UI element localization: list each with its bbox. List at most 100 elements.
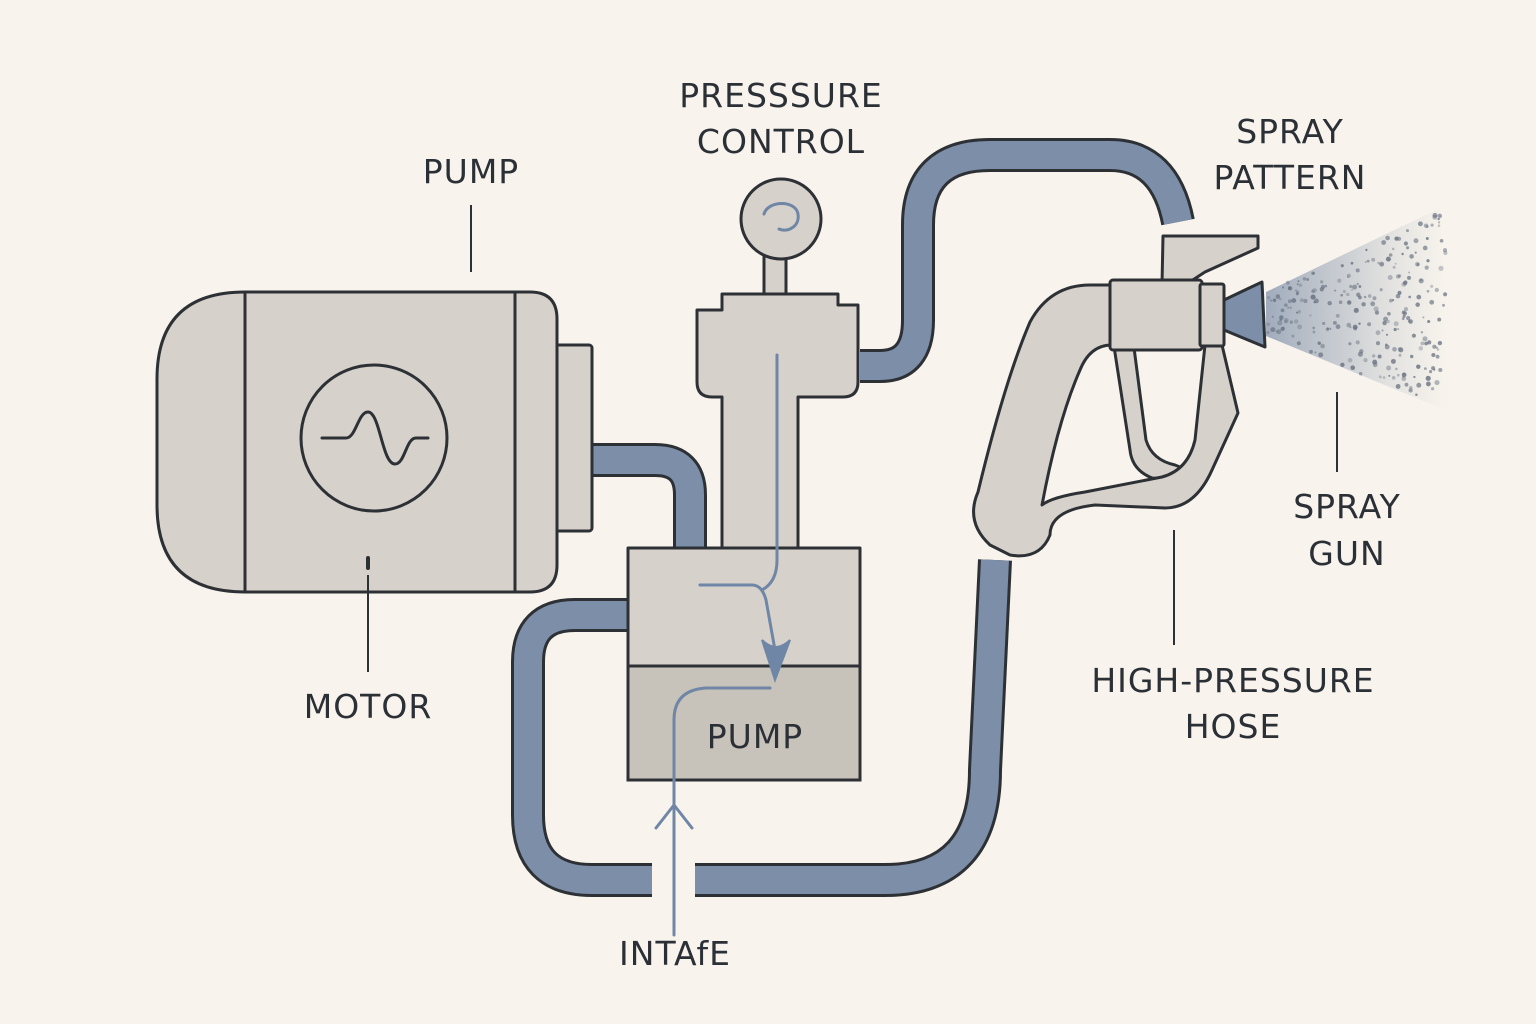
spray-droplet: [1367, 322, 1372, 327]
pump-callout-label: PUMP: [423, 152, 519, 191]
spray-droplet: [1398, 347, 1404, 353]
spray-droplet: [1373, 306, 1379, 312]
spray-droplet: [1349, 284, 1353, 289]
return-loop-hose: [511, 598, 652, 897]
spray-droplet: [1379, 288, 1383, 292]
spray-droplet: [1372, 354, 1376, 358]
spray-droplet: [1398, 353, 1402, 357]
spray-droplet: [1442, 303, 1445, 307]
motor-shaft-housing: [552, 343, 594, 533]
spray-droplet: [1418, 346, 1424, 351]
spray-droplet: [1401, 317, 1405, 321]
spray-droplet: [1436, 348, 1440, 351]
spray-droplet: [1370, 301, 1376, 307]
spray-droplet: [1385, 343, 1388, 346]
spray-droplet: [1431, 387, 1435, 391]
spray-droplet: [1296, 341, 1301, 346]
spray-pattern-label-line2: PATTERN: [1213, 158, 1366, 197]
spray-droplet: [1378, 375, 1382, 379]
intake-arrow-icon: [654, 803, 694, 830]
pressure-control-label-line2: CONTROL: [697, 122, 865, 161]
spray-droplet: [1392, 346, 1397, 352]
spray-droplet: [1317, 341, 1321, 345]
spray-droplet: [1383, 316, 1389, 322]
pump-upper-chamber: [626, 546, 862, 668]
spray-droplet: [1281, 326, 1285, 330]
spray-droplet: [1429, 370, 1433, 374]
spray-gun[interactable]: [972, 234, 1267, 558]
spray-droplet: [1431, 366, 1436, 371]
spray-droplet: [1340, 293, 1344, 297]
spray-droplet: [1346, 322, 1352, 328]
spray-droplet: [1279, 315, 1284, 320]
spray-droplet: [1442, 248, 1448, 253]
spray-droplet: [1358, 322, 1361, 325]
spray-droplet: [1266, 322, 1270, 326]
spray-droplet: [1312, 326, 1316, 330]
spray-droplet: [1335, 313, 1340, 318]
spray-droplet: [1335, 324, 1341, 330]
spray-droplet: [1427, 320, 1430, 323]
spray-droplet: [1353, 307, 1359, 313]
spray-droplet: [1367, 294, 1372, 298]
spray-droplet: [1438, 367, 1443, 373]
spray-droplet: [1416, 382, 1422, 388]
spray-gun-label-line1: SPRAY: [1293, 487, 1401, 526]
gun-handle: [972, 283, 1240, 558]
spray-droplet: [1284, 320, 1288, 324]
intake-label: INTAfE: [619, 934, 731, 973]
spray-droplet: [1439, 238, 1444, 243]
spray-droplet: [1395, 383, 1401, 389]
spray-droplet: [1379, 261, 1385, 267]
spray-droplet: [1415, 393, 1418, 397]
spray-tip: [1222, 280, 1267, 349]
spray-droplet: [1416, 262, 1420, 267]
spray-droplet: [1391, 375, 1396, 380]
spray-droplet: [1425, 375, 1431, 381]
flow-arrow-icon: [761, 639, 791, 684]
spray-droplet: [1429, 299, 1435, 305]
spray-droplet: [1430, 284, 1434, 288]
spray-droplet: [1401, 252, 1404, 256]
spray-droplet: [1289, 320, 1293, 324]
spray-droplet: [1358, 371, 1363, 376]
spray-droplet: [1397, 328, 1400, 331]
spray-droplet: [1386, 365, 1392, 371]
spray-droplet: [1424, 265, 1429, 270]
spray-droplet: [1397, 373, 1400, 377]
spray-droplet: [1410, 354, 1414, 359]
spray-droplet: [1356, 292, 1361, 298]
spray-droplet: [1333, 289, 1337, 292]
spray-droplet: [1431, 352, 1436, 358]
spray-droplet: [1385, 256, 1391, 262]
spray-droplet: [1401, 376, 1407, 382]
spray-droplet: [1281, 286, 1285, 289]
spray-droplet: [1327, 300, 1332, 306]
spray-droplet: [1394, 262, 1397, 265]
labels: PUMP PRESSSURE CONTROL SPRAY PATTERN SPR…: [304, 76, 1401, 973]
spray-droplet: [1300, 298, 1304, 302]
spray-droplet: [1276, 329, 1282, 335]
spray-droplet: [1432, 214, 1438, 220]
spray-droplet: [1385, 235, 1390, 241]
spray-droplet: [1283, 317, 1289, 323]
spray-droplet: [1337, 278, 1342, 283]
spray-droplet: [1392, 265, 1396, 269]
spray-droplet: [1411, 333, 1416, 338]
spray-droplet: [1320, 343, 1325, 349]
spray-droplet: [1372, 359, 1378, 365]
gun-top-fitting: [1160, 234, 1260, 287]
spray-droplet: [1420, 341, 1425, 346]
spray-droplet: [1375, 330, 1381, 336]
spray-droplet: [1356, 282, 1359, 286]
high-pressure-hose-label-line2: HOSE: [1185, 707, 1282, 746]
spray-droplet: [1415, 302, 1420, 307]
gun-trigger[interactable]: [1111, 338, 1186, 482]
spray-droplet: [1350, 365, 1356, 371]
spray-droplet: [1346, 275, 1350, 278]
spray-droplet: [1342, 289, 1347, 294]
spray-droplet: [1422, 245, 1428, 251]
spray-droplet: [1430, 223, 1434, 227]
spray-droplet: [1363, 358, 1368, 363]
spray-droplet: [1375, 341, 1381, 346]
